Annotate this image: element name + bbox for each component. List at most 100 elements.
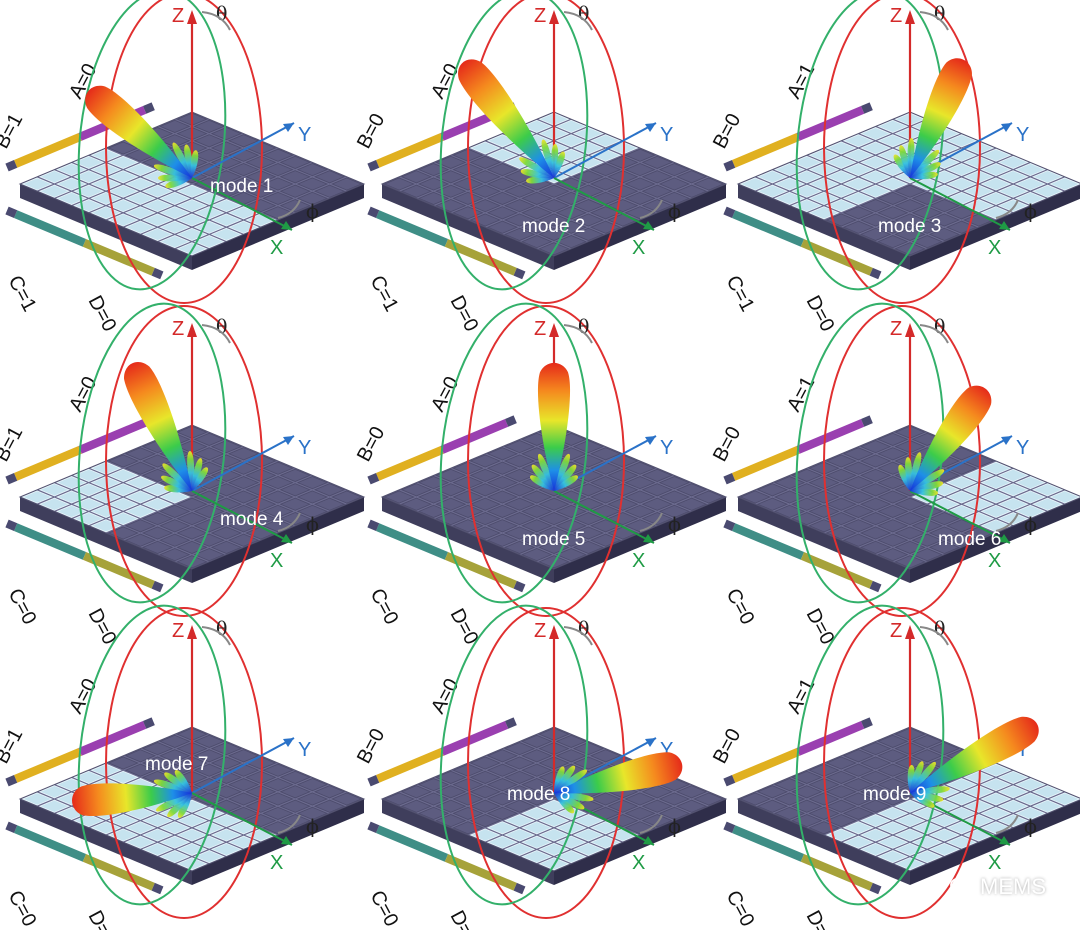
metasurface-tile bbox=[193, 850, 225, 864]
metasurface-tile bbox=[538, 512, 570, 526]
bar-ab-segment-2 bbox=[440, 721, 509, 756]
metasurface-tile bbox=[555, 235, 587, 249]
bar-ab-cap-end bbox=[861, 415, 873, 427]
metasurface-tile bbox=[572, 828, 605, 842]
side-lobe bbox=[893, 154, 910, 178]
main-lobe-group bbox=[907, 716, 1039, 808]
metasurface-tile bbox=[107, 184, 139, 198]
side-lobe bbox=[910, 481, 944, 492]
theta-label: θ bbox=[934, 3, 945, 25]
side-lobe bbox=[554, 793, 575, 814]
side-lobe bbox=[177, 793, 192, 818]
metasurface-tile bbox=[997, 170, 1029, 184]
metasurface-tile bbox=[417, 806, 450, 820]
metasurface-tile bbox=[589, 749, 622, 763]
control-label-a: A=1 bbox=[783, 675, 819, 717]
control-label-c: C=1 bbox=[4, 272, 41, 315]
metasurface-tile bbox=[210, 814, 243, 828]
metasurface-tile bbox=[1049, 177, 1080, 191]
main-lobe-group bbox=[123, 362, 209, 493]
metasurface-tile bbox=[825, 814, 857, 828]
metasurface-tile bbox=[589, 220, 622, 234]
main-lobe-group bbox=[530, 362, 578, 491]
metasurface-tile bbox=[842, 835, 875, 849]
metasurface-tile bbox=[503, 512, 536, 526]
z-axis-arrow bbox=[187, 10, 197, 24]
y-axis-arrow bbox=[645, 738, 656, 747]
metasurface-tile bbox=[486, 778, 519, 792]
metasurface-tile bbox=[124, 163, 157, 177]
metasurface-tile bbox=[607, 512, 639, 526]
metasurface-tile bbox=[859, 742, 892, 756]
metasurface-tile bbox=[90, 490, 122, 504]
metasurface-tile bbox=[980, 778, 1012, 792]
metasurface-tile bbox=[124, 763, 157, 777]
metasurface-tile bbox=[980, 504, 1012, 518]
metasurface-tile bbox=[842, 504, 875, 518]
x-axis bbox=[553, 177, 655, 231]
phi-label: ϕ bbox=[668, 201, 681, 223]
bar-cd-segment-2 bbox=[800, 552, 873, 589]
metasurface-tile bbox=[313, 497, 346, 511]
z-axis-label: Z bbox=[534, 318, 546, 340]
bar-ab-segment-2 bbox=[796, 721, 865, 756]
metasurface-tile bbox=[279, 512, 311, 526]
metasurface-tile bbox=[859, 814, 892, 828]
metasurface-tile bbox=[1014, 778, 1047, 792]
side-lobe bbox=[910, 469, 945, 491]
metasurface-tile bbox=[193, 734, 225, 748]
x-axis-arrow bbox=[643, 836, 654, 845]
metasurface-tile bbox=[141, 227, 174, 241]
theta-arrow bbox=[201, 626, 231, 646]
metasurface-tile bbox=[538, 828, 570, 842]
metasurface-tile bbox=[675, 170, 708, 184]
bar-cd-cap-start bbox=[723, 821, 736, 833]
control-label-c: C=0 bbox=[722, 585, 759, 628]
y-axis bbox=[553, 122, 657, 179]
bar-cd-segment-2 bbox=[82, 552, 155, 589]
metasurface-tile bbox=[124, 821, 157, 835]
z-axis-label: Z bbox=[890, 5, 902, 27]
metasurface-tile bbox=[997, 184, 1029, 198]
metasurface-tile bbox=[980, 461, 1012, 475]
bar-ab-segment-1 bbox=[376, 446, 444, 481]
metasurface-tile bbox=[911, 850, 943, 864]
metasurface-tile bbox=[842, 821, 875, 835]
metasurface-tile bbox=[262, 191, 294, 205]
metasurface-tile bbox=[503, 199, 536, 213]
metasurface-tile bbox=[963, 184, 995, 198]
control-label-d: D=1 bbox=[446, 907, 483, 930]
metasurface-tile bbox=[210, 512, 243, 526]
bar-cd-segment-1 bbox=[376, 210, 449, 247]
metasurface-tile bbox=[227, 163, 260, 177]
metasurface-tile bbox=[555, 850, 587, 864]
metasurface-tile bbox=[825, 199, 857, 213]
side-lobe bbox=[530, 475, 554, 491]
bar-ab-segment-2 bbox=[796, 106, 865, 141]
metasurface-tile bbox=[210, 199, 243, 213]
metasurface-tile bbox=[469, 770, 501, 784]
metasurface-tile bbox=[90, 191, 122, 205]
metasurface-tile bbox=[572, 127, 605, 141]
metasurface-tile bbox=[245, 184, 277, 198]
metasurface-tile bbox=[825, 184, 857, 198]
metasurface-tile bbox=[825, 141, 857, 155]
phi-arrow bbox=[277, 512, 301, 532]
phi-arrow bbox=[639, 199, 663, 219]
metasurface-tile bbox=[141, 526, 174, 540]
theta-ring bbox=[823, 0, 981, 304]
board-side-left bbox=[382, 184, 554, 270]
metasurface-tile bbox=[107, 155, 139, 169]
side-lobe bbox=[554, 453, 570, 491]
board-side-right bbox=[910, 799, 1080, 885]
metasurface-tile bbox=[1014, 191, 1047, 205]
metasurface-tile bbox=[55, 177, 88, 191]
metasurface-tile bbox=[572, 141, 605, 155]
metasurface-tile bbox=[279, 799, 311, 813]
metasurface-tile bbox=[210, 756, 243, 770]
metasurface-tile bbox=[641, 483, 673, 497]
metasurface-tile bbox=[159, 220, 191, 234]
metasurface-tile bbox=[589, 490, 622, 504]
mode-label: mode 7 bbox=[145, 754, 208, 775]
metasurface-tile bbox=[859, 497, 892, 511]
